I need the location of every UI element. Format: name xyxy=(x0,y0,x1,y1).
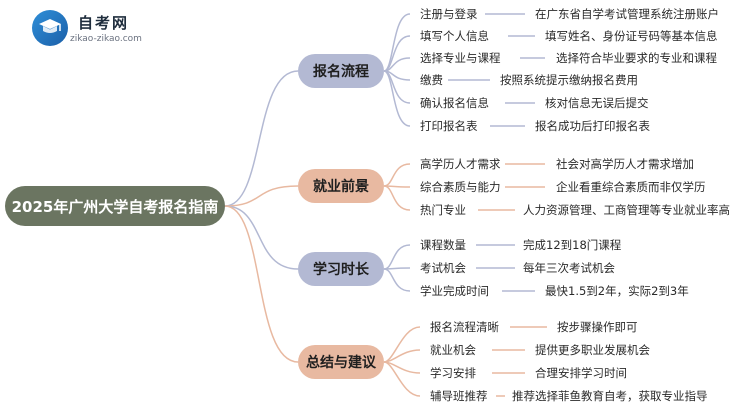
item-detail: 完成12到18门课程 xyxy=(523,238,622,252)
item-detail: 每年三次考试机会 xyxy=(523,261,615,275)
item-detail: 企业看重综合素质而非仅学历 xyxy=(556,180,706,194)
root-connector xyxy=(224,205,299,363)
item-label: 辅导班推荐 xyxy=(430,389,488,403)
branch-connector xyxy=(383,349,421,363)
item-label: 学习安排 xyxy=(430,366,476,380)
root-connector xyxy=(224,70,299,207)
branch-connector xyxy=(383,268,411,292)
branch-employment-prospects: 就业前景 xyxy=(298,169,384,203)
item-detail: 合理安排学习时间 xyxy=(535,366,627,380)
item-label: 报名流程清晰 xyxy=(430,320,499,334)
site-logo[interactable]: 自考网 zikao-zikao.com xyxy=(8,6,158,52)
item-label: 选择专业与课程 xyxy=(420,51,501,65)
item-label: 就业机会 xyxy=(430,343,476,357)
branch-connector xyxy=(383,185,411,211)
item-detail: 报名成功后打印报名表 xyxy=(535,119,650,133)
item-label: 课程数量 xyxy=(420,238,466,252)
logo-domain: zikao-zikao.com xyxy=(70,34,142,44)
logo-name: 自考网 xyxy=(78,14,130,32)
item-detail: 推荐选择菲鱼教育自考，获取专业指导 xyxy=(512,389,708,403)
item-label: 填写个人信息 xyxy=(420,29,489,43)
graduation-cap-icon xyxy=(32,10,68,46)
item-detail: 选择符合毕业要求的专业和课程 xyxy=(556,51,717,65)
item-label: 综合素质与能力 xyxy=(420,180,501,194)
branch-registration-process: 报名流程 xyxy=(298,54,384,88)
branch-connector xyxy=(383,163,411,187)
item-label: 确认报名信息 xyxy=(420,96,489,110)
item-detail: 在广东省自学考试管理系统注册账户 xyxy=(535,7,719,21)
root-connector xyxy=(224,185,299,207)
item-detail: 核对信息无误后提交 xyxy=(545,96,649,110)
item-label: 注册与登录 xyxy=(420,7,478,21)
item-label: 高学历人才需求 xyxy=(420,157,501,171)
item-label: 热门专业 xyxy=(420,203,466,217)
item-detail: 按照系统提示缴纳报名费用 xyxy=(500,73,638,87)
branch-connector xyxy=(383,361,421,397)
branch-connector xyxy=(383,361,421,374)
branch-connector xyxy=(383,244,411,270)
item-label: 打印报名表 xyxy=(420,119,478,133)
branch-study-duration: 学习时长 xyxy=(298,252,384,286)
branch-summary-advice: 总结与建议 xyxy=(298,345,384,379)
root-connector xyxy=(224,205,299,270)
item-detail: 最快1.5到2年，实际2到3年 xyxy=(545,284,689,298)
branch-connector xyxy=(383,70,411,127)
branch-connector xyxy=(383,326,421,363)
item-detail: 按步骤操作即可 xyxy=(557,320,638,334)
item-detail: 社会对高学历人才需求增加 xyxy=(556,157,694,171)
item-detail: 填写姓名、身份证号码等基本信息 xyxy=(545,29,718,43)
item-label: 学业完成时间 xyxy=(420,284,489,298)
item-label: 缴费 xyxy=(420,73,443,87)
item-label: 考试机会 xyxy=(420,261,466,275)
item-detail: 提供更多职业发展机会 xyxy=(535,343,650,357)
root-node: 2025年广州大学自考报名指南 xyxy=(5,186,225,226)
item-detail: 人力资源管理、工商管理等专业就业率高 xyxy=(523,203,730,217)
